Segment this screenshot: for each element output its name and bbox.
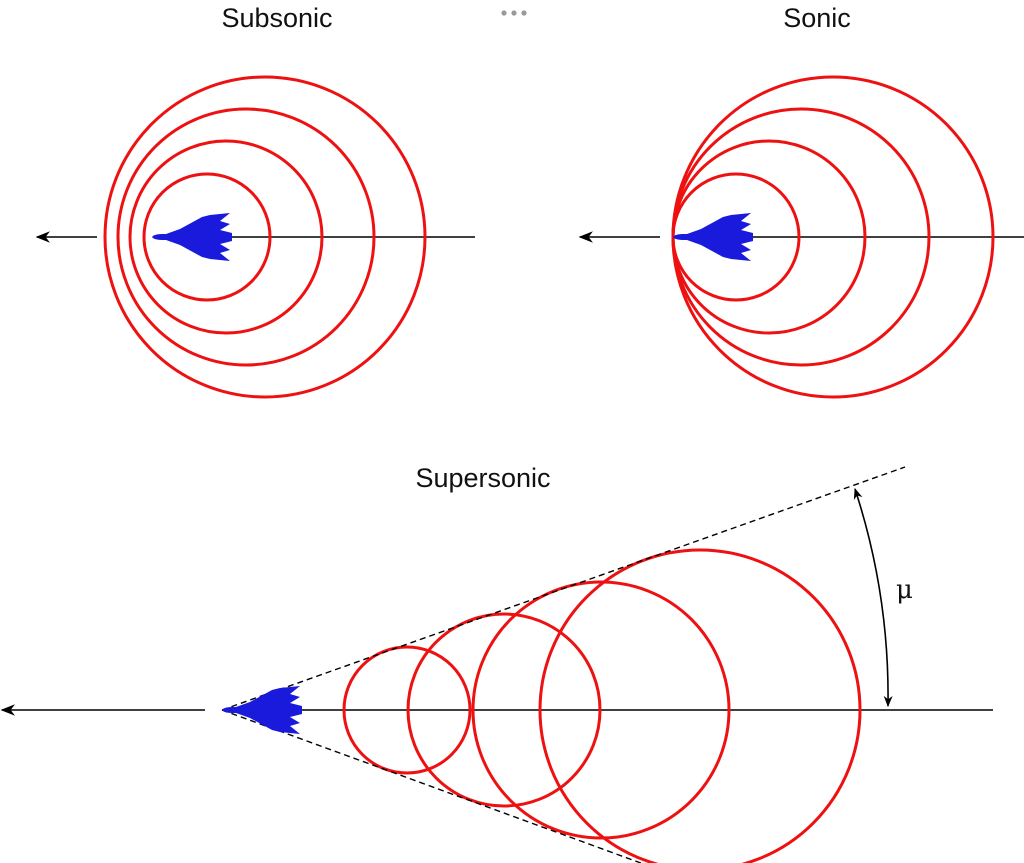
wavefront-circle: [128, 139, 324, 335]
more-dots-icon[interactable]: [501, 10, 527, 16]
wavefronts: [103, 75, 427, 399]
supersonic-panel: Supersonic μ: [0, 463, 993, 863]
aircraft-icon: [222, 686, 302, 734]
wavefront-circle: [103, 75, 427, 399]
wavefronts: [342, 548, 862, 863]
mach-cone-lower: [221, 709, 643, 863]
mach-cone-upper: [221, 466, 906, 711]
wavefront-circle: [406, 612, 602, 808]
wavefront-circle: [538, 548, 862, 863]
subsonic-title: Subsonic: [221, 3, 332, 33]
wavefront-circle: [471, 580, 731, 840]
mach-angle-label: μ: [896, 575, 913, 605]
aircraft-icon: [673, 213, 753, 261]
sonic-title: Sonic: [783, 3, 851, 33]
subsonic-panel: Subsonic: [35, 3, 475, 399]
supersonic-title: Supersonic: [415, 463, 550, 493]
wavefront-circle: [116, 107, 376, 367]
wavefront-circle: [142, 172, 272, 302]
mach-angle-arc: [853, 487, 893, 708]
wavefront-circle: [342, 645, 472, 775]
sonic-panel: Sonic: [578, 3, 1024, 399]
aircraft-icon: [152, 213, 232, 261]
